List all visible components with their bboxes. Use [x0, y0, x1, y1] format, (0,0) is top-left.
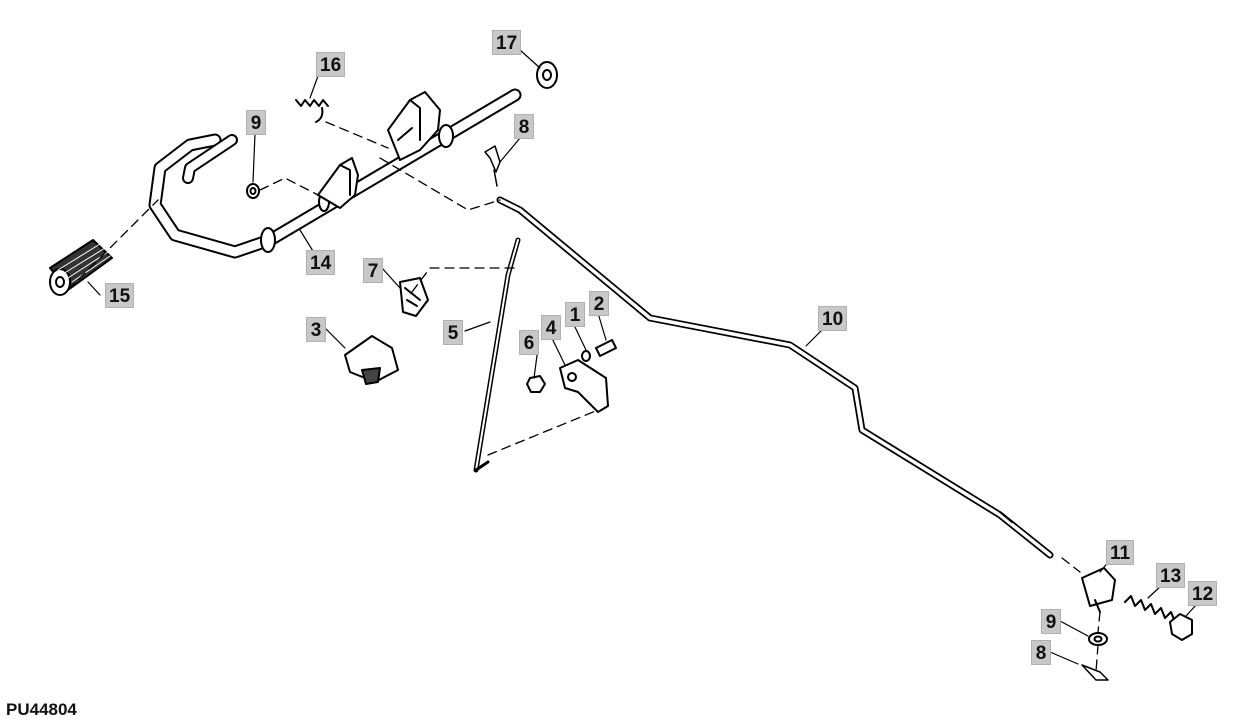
callout-13: 13 — [1156, 563, 1186, 588]
figure-id: PU44804 — [6, 700, 77, 719]
part-3-pedal-pad — [344, 335, 399, 385]
callout-15: 15 — [105, 283, 135, 308]
part-14-pedal-shaft — [148, 88, 522, 259]
pedal-bracket-left — [317, 157, 359, 209]
callout-9-lower: 9 — [1041, 609, 1061, 634]
callout-17: 17 — [492, 30, 522, 55]
part-17-washer — [536, 61, 558, 89]
callout-11: 11 — [1106, 540, 1135, 565]
part-2-bolt — [595, 339, 617, 357]
part-1-washer — [581, 350, 591, 362]
part-10-rod — [496, 196, 1054, 559]
callout-2: 2 — [589, 291, 609, 316]
callout-8-lower: 8 — [1031, 640, 1051, 665]
part-8-clip-upper — [484, 145, 501, 187]
leader-lines — [87, 49, 1197, 665]
part-11-yoke — [1081, 567, 1116, 613]
part-15-pedal-grip — [49, 239, 113, 296]
part-12-nut — [1169, 613, 1193, 641]
part-5-rod — [473, 237, 521, 473]
callout-3: 3 — [306, 317, 326, 342]
assembly-lines — [67, 121, 1101, 673]
callout-9-upper: 9 — [246, 110, 266, 135]
part-4-bracket — [559, 359, 609, 413]
part-9-washer-lower — [1088, 632, 1108, 646]
callout-4: 4 — [541, 315, 561, 340]
part-7-clip — [399, 277, 429, 317]
part-9-washer-upper — [246, 183, 260, 199]
callout-12: 12 — [1188, 581, 1218, 606]
callout-16: 16 — [316, 52, 346, 77]
part-6-nut — [526, 375, 546, 393]
callout-14: 14 — [306, 250, 336, 275]
callout-10: 10 — [818, 306, 848, 331]
callout-1: 1 — [565, 302, 585, 327]
part-8-clip-lower — [1081, 664, 1109, 681]
callout-7: 7 — [363, 258, 383, 283]
part-16-spring — [295, 99, 329, 123]
callout-8-upper: 8 — [514, 114, 534, 139]
callout-6: 6 — [519, 330, 539, 355]
part-13-spring — [1124, 595, 1182, 623]
pedal-bracket-right — [387, 91, 441, 161]
callout-5: 5 — [443, 320, 463, 345]
